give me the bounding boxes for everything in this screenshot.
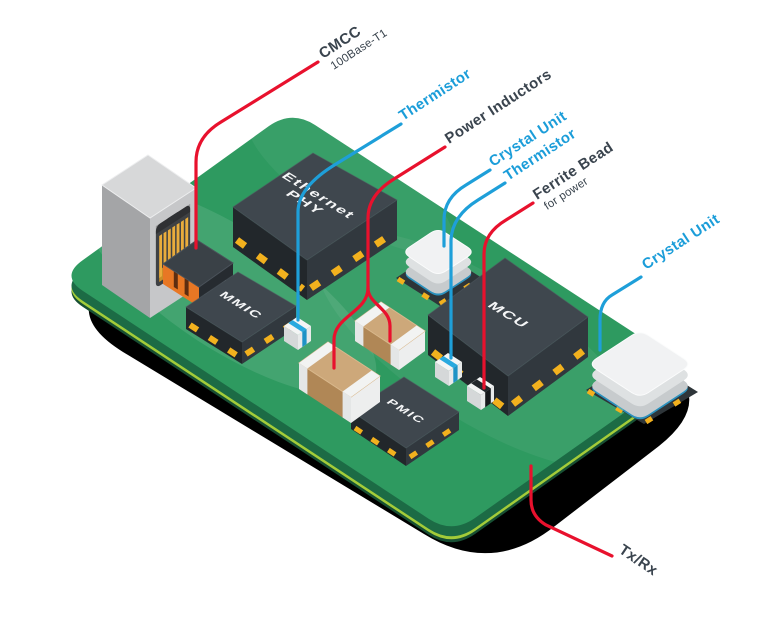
chip-mmic: MMIC	[185, 271, 297, 364]
pmic-side-right	[406, 412, 459, 466]
leader-lines	[194, 60, 643, 558]
leader-line-power-inductor-right	[366, 286, 392, 343]
ind-r-cap-end	[399, 331, 425, 370]
ind-l-side-left	[299, 363, 351, 423]
label-txrx: Tx/Rx	[616, 541, 661, 579]
mcu-side-right	[508, 317, 588, 416]
ind-l-cap-end	[351, 376, 380, 423]
rj45-side-left	[102, 185, 150, 318]
ind-l-cap-top2	[342, 370, 380, 397]
leader-line-thermistor-top	[296, 122, 403, 322]
ind-r-cap-top2	[390, 325, 425, 350]
ind-r-cap-side2	[390, 344, 399, 370]
bead-side-left	[467, 386, 481, 410]
leader-line-power-inductor-left	[332, 286, 370, 370]
therm2-stripe-top	[439, 356, 458, 368]
phy-pads-right	[309, 230, 395, 291]
therm2-side-left	[435, 362, 449, 386]
choke-winding-face	[163, 264, 199, 307]
phy-side-left	[233, 207, 307, 300]
choke-winding-gap	[184, 278, 189, 297]
mmic-top	[185, 271, 297, 343]
ind-l-cap-side2	[342, 391, 351, 423]
crystal-unit-right	[586, 332, 698, 426]
ferrite-bead	[467, 377, 494, 410]
ind-l-cap-side	[299, 363, 308, 395]
label-cmcc: CMCC 100Base-T1	[316, 23, 390, 73]
bead-stripe-side	[485, 388, 491, 408]
phy-top	[232, 152, 398, 261]
label-thermistor-top-title: Thermistor	[396, 65, 474, 124]
rj45-top	[101, 154, 197, 219]
label-thermistor-top: Thermistor	[396, 65, 474, 124]
leader-line-thermistor-mid	[449, 181, 507, 360]
thermistor-2	[435, 353, 462, 386]
leader-line-txrx	[529, 464, 614, 558]
choke-top	[162, 239, 234, 288]
bead-stripe-top	[471, 379, 491, 393]
therm1-stripe-side	[302, 329, 307, 347]
crystal1-cap-top	[405, 229, 472, 275]
mcu-top	[427, 257, 589, 377]
power-inductor-left	[298, 341, 381, 423]
mmic-side-left	[186, 307, 242, 364]
therm1-side-left	[284, 326, 298, 350]
leader-line-ferrite-bead	[482, 201, 535, 390]
mmic-pads-right	[244, 321, 294, 357]
label-crystal-unit-right-title: Crystal Unit	[639, 211, 723, 274]
ind-r-cap-side	[355, 321, 364, 347]
leader-line-crystal-right	[598, 275, 643, 352]
leader-line-power-inductors	[366, 145, 447, 290]
label-crystal-unit-right: Crystal Unit	[639, 211, 723, 274]
label-txrx-title: Tx/Rx	[616, 541, 661, 579]
chip-ethernet-phy: Ethernet PHY	[232, 152, 398, 300]
leader-line-cmcc	[194, 60, 320, 250]
phy-side-right	[307, 200, 397, 300]
therm1-stripe-top	[288, 320, 307, 332]
mmic-pads-left	[188, 322, 240, 359]
mmic-side-right	[242, 306, 296, 364]
ind-r-side-left	[355, 321, 399, 370]
therm2-stripe-side	[453, 365, 458, 383]
thermistor-1	[284, 317, 311, 350]
leader-line-crystal-top	[442, 168, 492, 248]
choke-winding-gap	[173, 271, 178, 290]
pmic-pads-right	[408, 424, 457, 460]
pmic-pads-left	[353, 425, 404, 462]
ind-l-cap-top	[299, 342, 337, 369]
crystal2-cap-top	[591, 332, 689, 396]
